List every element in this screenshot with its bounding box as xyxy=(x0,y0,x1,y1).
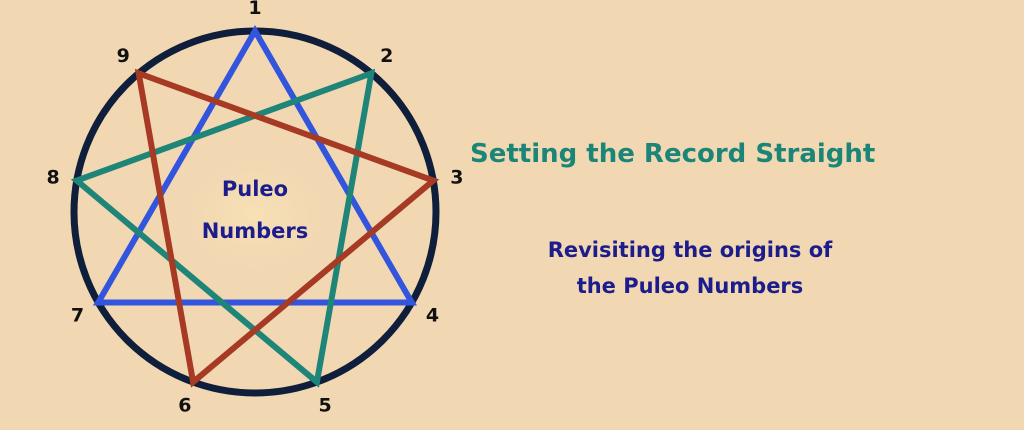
point-label-9: 9 xyxy=(117,45,130,67)
point-label-4: 4 xyxy=(426,305,439,327)
point-label-6: 6 xyxy=(178,395,191,417)
page-subtitle: Revisiting the origins of the Puleo Numb… xyxy=(500,232,880,304)
subtitle-line-2: the Puleo Numbers xyxy=(576,274,804,298)
point-label-2: 2 xyxy=(380,45,393,67)
figure-lines xyxy=(70,25,440,388)
point-label-5: 5 xyxy=(318,395,331,417)
center-glow xyxy=(170,145,340,285)
center-label-line-2: Numbers xyxy=(202,219,309,243)
triangle-polygon xyxy=(93,25,417,306)
point-label-1: 1 xyxy=(248,0,261,19)
point-label-7: 7 xyxy=(71,305,84,327)
point-labels: 1 2 3 4 5 6 7 8 9 xyxy=(46,0,463,417)
point-label-8: 8 xyxy=(46,166,59,188)
teal-star-polygon xyxy=(70,68,376,388)
enneagram-diagram: 1 2 3 4 5 6 7 8 9 Puleo Numbers xyxy=(46,0,463,417)
center-label-line-1: Puleo xyxy=(222,177,288,201)
red-star-polygon xyxy=(134,68,440,388)
point-label-3: 3 xyxy=(450,166,463,188)
subtitle-line-1: Revisiting the origins of xyxy=(547,238,833,262)
page-title: Setting the Record Straight xyxy=(470,139,876,169)
